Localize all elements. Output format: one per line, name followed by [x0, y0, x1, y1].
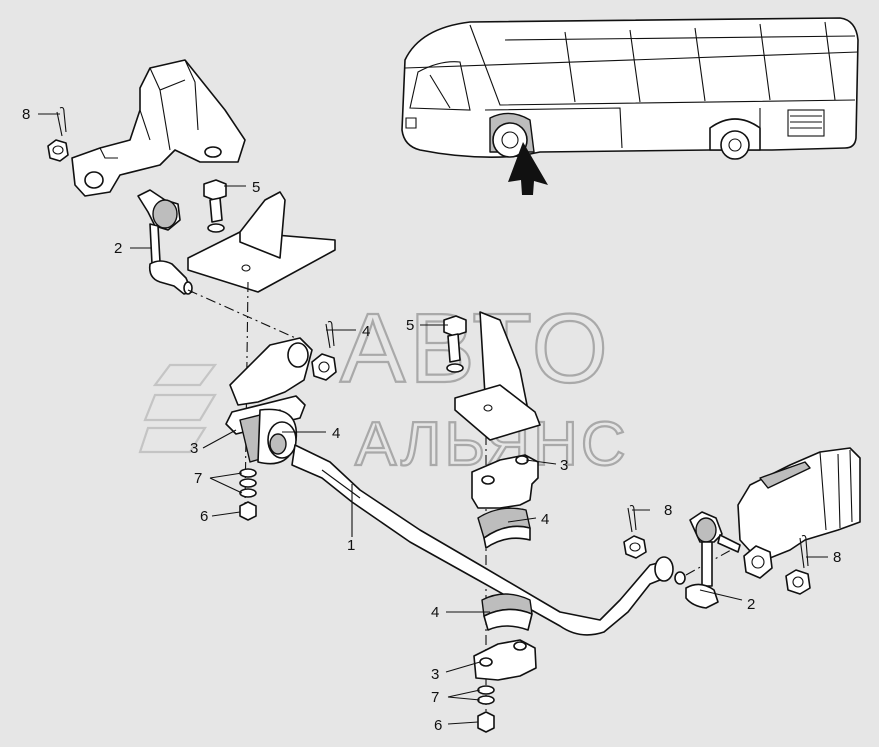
watermark-line1: АВТО: [340, 293, 612, 403]
left-lower-nut: [239, 501, 257, 521]
callout-8-right-outer: 8: [833, 549, 841, 566]
right-lower-nut: [477, 711, 495, 733]
left-upper-nut: [311, 353, 337, 381]
left-bolt: [203, 179, 227, 233]
callout-4-right-upper: 4: [541, 511, 549, 528]
right-frame-bracket: [737, 447, 861, 563]
callout-2-left: 2: [114, 240, 122, 257]
location-arrow-icon: [508, 142, 548, 195]
right-lower-clamp: [473, 639, 537, 681]
watermark-logo: [138, 363, 218, 454]
callout-3-left: 3: [190, 440, 198, 457]
left-stabilizer-link: [137, 189, 193, 295]
callout-6-left: 6: [200, 508, 208, 525]
watermark: АВТО АЛЬЯНС: [138, 292, 627, 480]
callout-3-right-lower: 3: [431, 666, 439, 683]
callout-2-right: 2: [747, 596, 755, 613]
callout-8-right-middle: 8: [664, 502, 672, 519]
callout-1: 1: [347, 537, 355, 554]
callout-4-left-upper: 4: [362, 323, 370, 340]
left-cotter-pin-2: [325, 320, 335, 349]
left-bushing-clamp: [225, 337, 313, 465]
right-middle-nut: [623, 535, 647, 559]
callout-5-right: 5: [406, 317, 414, 334]
stabilizer-bar: [291, 444, 674, 636]
left-washers: [239, 468, 257, 498]
callout-7-right: 7: [431, 689, 439, 706]
callout-4-right-lower: 4: [431, 604, 439, 621]
right-lower-bushing: [481, 593, 533, 631]
left-frame-bracket: [71, 59, 246, 197]
right-stabilizer-link: [674, 511, 741, 609]
right-upper-bushing: [477, 507, 531, 549]
axis-line-left: [187, 289, 301, 341]
callout-5-left: 5: [252, 179, 260, 196]
right-big-nut: [743, 545, 773, 579]
callout-7-left: 7: [194, 470, 202, 487]
left-top-nut: [47, 139, 69, 162]
callout-4-left-lower: 4: [332, 425, 340, 442]
right-outer-nut: [785, 569, 811, 595]
leader-lines: [38, 113, 828, 725]
right-upper-clamp: [471, 454, 539, 509]
callout-3-right-upper: 3: [560, 457, 568, 474]
left-mount-plate: [187, 191, 336, 293]
callout-8-left: 8: [22, 106, 30, 123]
right-cotter-pin-2: [799, 534, 809, 569]
left-cotter-pin: [56, 106, 67, 137]
bus-illustration: [401, 17, 859, 195]
right-bolt: [443, 315, 467, 373]
right-mount-bracket: [454, 311, 541, 441]
callout-6-right: 6: [434, 717, 442, 734]
